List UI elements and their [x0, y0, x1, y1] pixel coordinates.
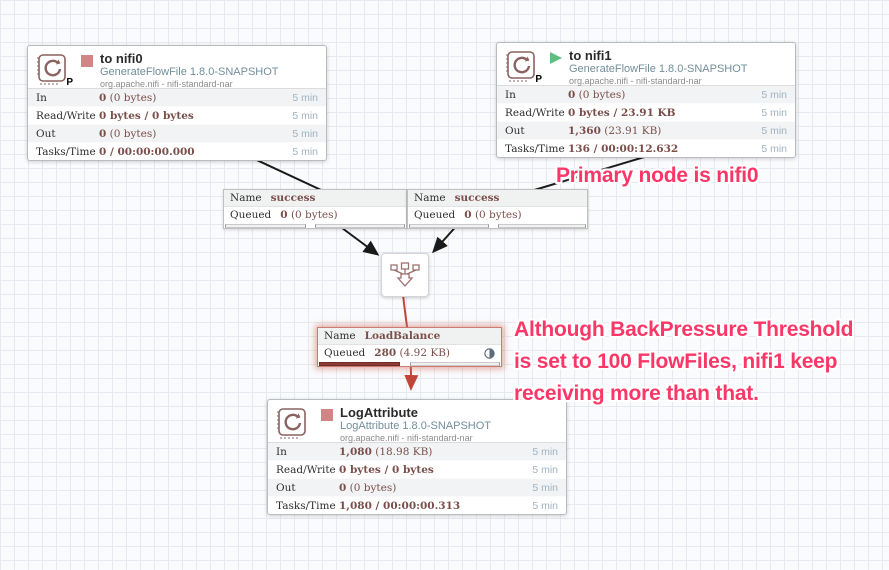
primary-node-badge: P [66, 77, 73, 88]
stat-row-readwrite: Read/Write 0 bytes / 0 bytes 5 min [28, 106, 326, 124]
processor-header: P to nifi1 GenerateFlowFile 1.8.0-SNAPSH… [497, 43, 795, 87]
connection-label-success-1[interactable]: Name success Queued 0 (0 bytes) [223, 189, 407, 229]
processor-logattribute[interactable]: LogAttribute LogAttribute 1.8.0-SNAPSHOT… [267, 399, 567, 515]
processor-stamp-icon: P [36, 52, 73, 88]
processor-header: P to nifi0 GenerateFlowFile 1.8.0-SNAPSH… [28, 46, 326, 90]
stat-row-readwrite: Read/Write 0 bytes / 23.91 KB 5 min [497, 103, 795, 121]
backpressure-object-bar [409, 223, 489, 228]
processor-stats: In 0 (0 bytes) 5 min Read/Write 0 bytes … [497, 85, 795, 157]
stat-row-tasks: Tasks/Time 0 / 00:00:00.000 5 min [28, 142, 326, 160]
processor-stats: In 1,080 (18.98 KB) 5 min Read/Write 0 b… [268, 442, 566, 514]
processor-header: LogAttribute LogAttribute 1.8.0-SNAPSHOT… [268, 400, 566, 444]
connection-nifi1-to-success[interactable] [520, 151, 662, 195]
funnel[interactable] [381, 253, 429, 297]
stat-row-out: Out 0 (0 bytes) 5 min [28, 124, 326, 142]
processor-to-nifi0[interactable]: P to nifi0 GenerateFlowFile 1.8.0-SNAPSH… [27, 45, 327, 161]
processor-titles: LogAttribute LogAttribute 1.8.0-SNAPSHOT… [340, 406, 491, 444]
connection-label-success-2[interactable]: Name success Queued 0 (0 bytes) [407, 189, 588, 229]
load-balance-icon [484, 347, 495, 359]
annotation-backpressure-line2: is set to 100 FlowFiles, nifi1 keep [514, 350, 838, 373]
stat-row-tasks: Tasks/Time 136 / 00:00:12.632 5 min [497, 139, 795, 157]
stat-row-readwrite: Read/Write 0 bytes / 0 bytes 5 min [268, 460, 566, 478]
processor-stamp-icon: P [505, 49, 542, 85]
stat-row-out: Out 1,360 (23.91 KB) 5 min [497, 121, 795, 139]
processor-to-nifi1[interactable]: P to nifi1 GenerateFlowFile 1.8.0-SNAPSH… [496, 42, 796, 158]
backpressure-object-bar [319, 361, 401, 366]
processor-bundle: org.apache.nifi - nifi-standard-nar [340, 433, 473, 443]
annotation-primary-node: Primary node is nifi0 [556, 164, 759, 187]
processor-stamp-icon [276, 406, 312, 442]
processor-type: LogAttribute 1.8.0-SNAPSHOT [340, 420, 492, 432]
stat-row-in: In 0 (0 bytes) 5 min [28, 89, 326, 106]
stat-row-in: In 0 (0 bytes) 5 min [497, 86, 795, 103]
annotation-backpressure-line1: Although BackPressure Threshold [514, 318, 854, 341]
primary-node-badge: P [535, 74, 542, 85]
run-status-stopped-icon [321, 409, 333, 421]
processor-titles: to nifi1 GenerateFlowFile 1.8.0-SNAPSHOT… [569, 49, 748, 87]
processor-bundle: org.apache.nifi - nifi-standard-nar [100, 79, 233, 89]
processor-name: LogAttribute [340, 405, 418, 420]
annotation-backpressure-line3: receiving more than that. [514, 382, 759, 405]
backpressure-object-bar [225, 223, 306, 228]
processor-type: GenerateFlowFile 1.8.0-SNAPSHOT [569, 63, 748, 75]
backpressure-size-bar [409, 361, 500, 366]
stat-row-out: Out 0 (0 bytes) 5 min [268, 478, 566, 496]
backpressure-size-bar [497, 223, 586, 228]
connection-label-loadbalance[interactable]: Name LoadBalance Queued 280 (4.92 KB) [317, 327, 502, 367]
backpressure-size-bar [315, 223, 405, 228]
processor-name: to nifi1 [569, 48, 612, 63]
processor-stats: In 0 (0 bytes) 5 min Read/Write 0 bytes … [28, 88, 326, 160]
processor-type: GenerateFlowFile 1.8.0-SNAPSHOT [100, 66, 279, 78]
processor-name: to nifi0 [100, 51, 143, 66]
processor-bundle: org.apache.nifi - nifi-standard-nar [569, 76, 702, 86]
processor-titles: to nifi0 GenerateFlowFile 1.8.0-SNAPSHOT… [100, 52, 279, 90]
stat-row-in: In 1,080 (18.98 KB) 5 min [268, 443, 566, 460]
annotation-backpressure: Although BackPressure Threshold is set t… [514, 314, 853, 410]
run-status-running-icon [550, 52, 562, 64]
run-status-stopped-icon [81, 55, 93, 67]
stat-row-tasks: Tasks/Time 1,080 / 00:00:00.313 5 min [268, 496, 566, 514]
funnel-icon [390, 262, 420, 287]
